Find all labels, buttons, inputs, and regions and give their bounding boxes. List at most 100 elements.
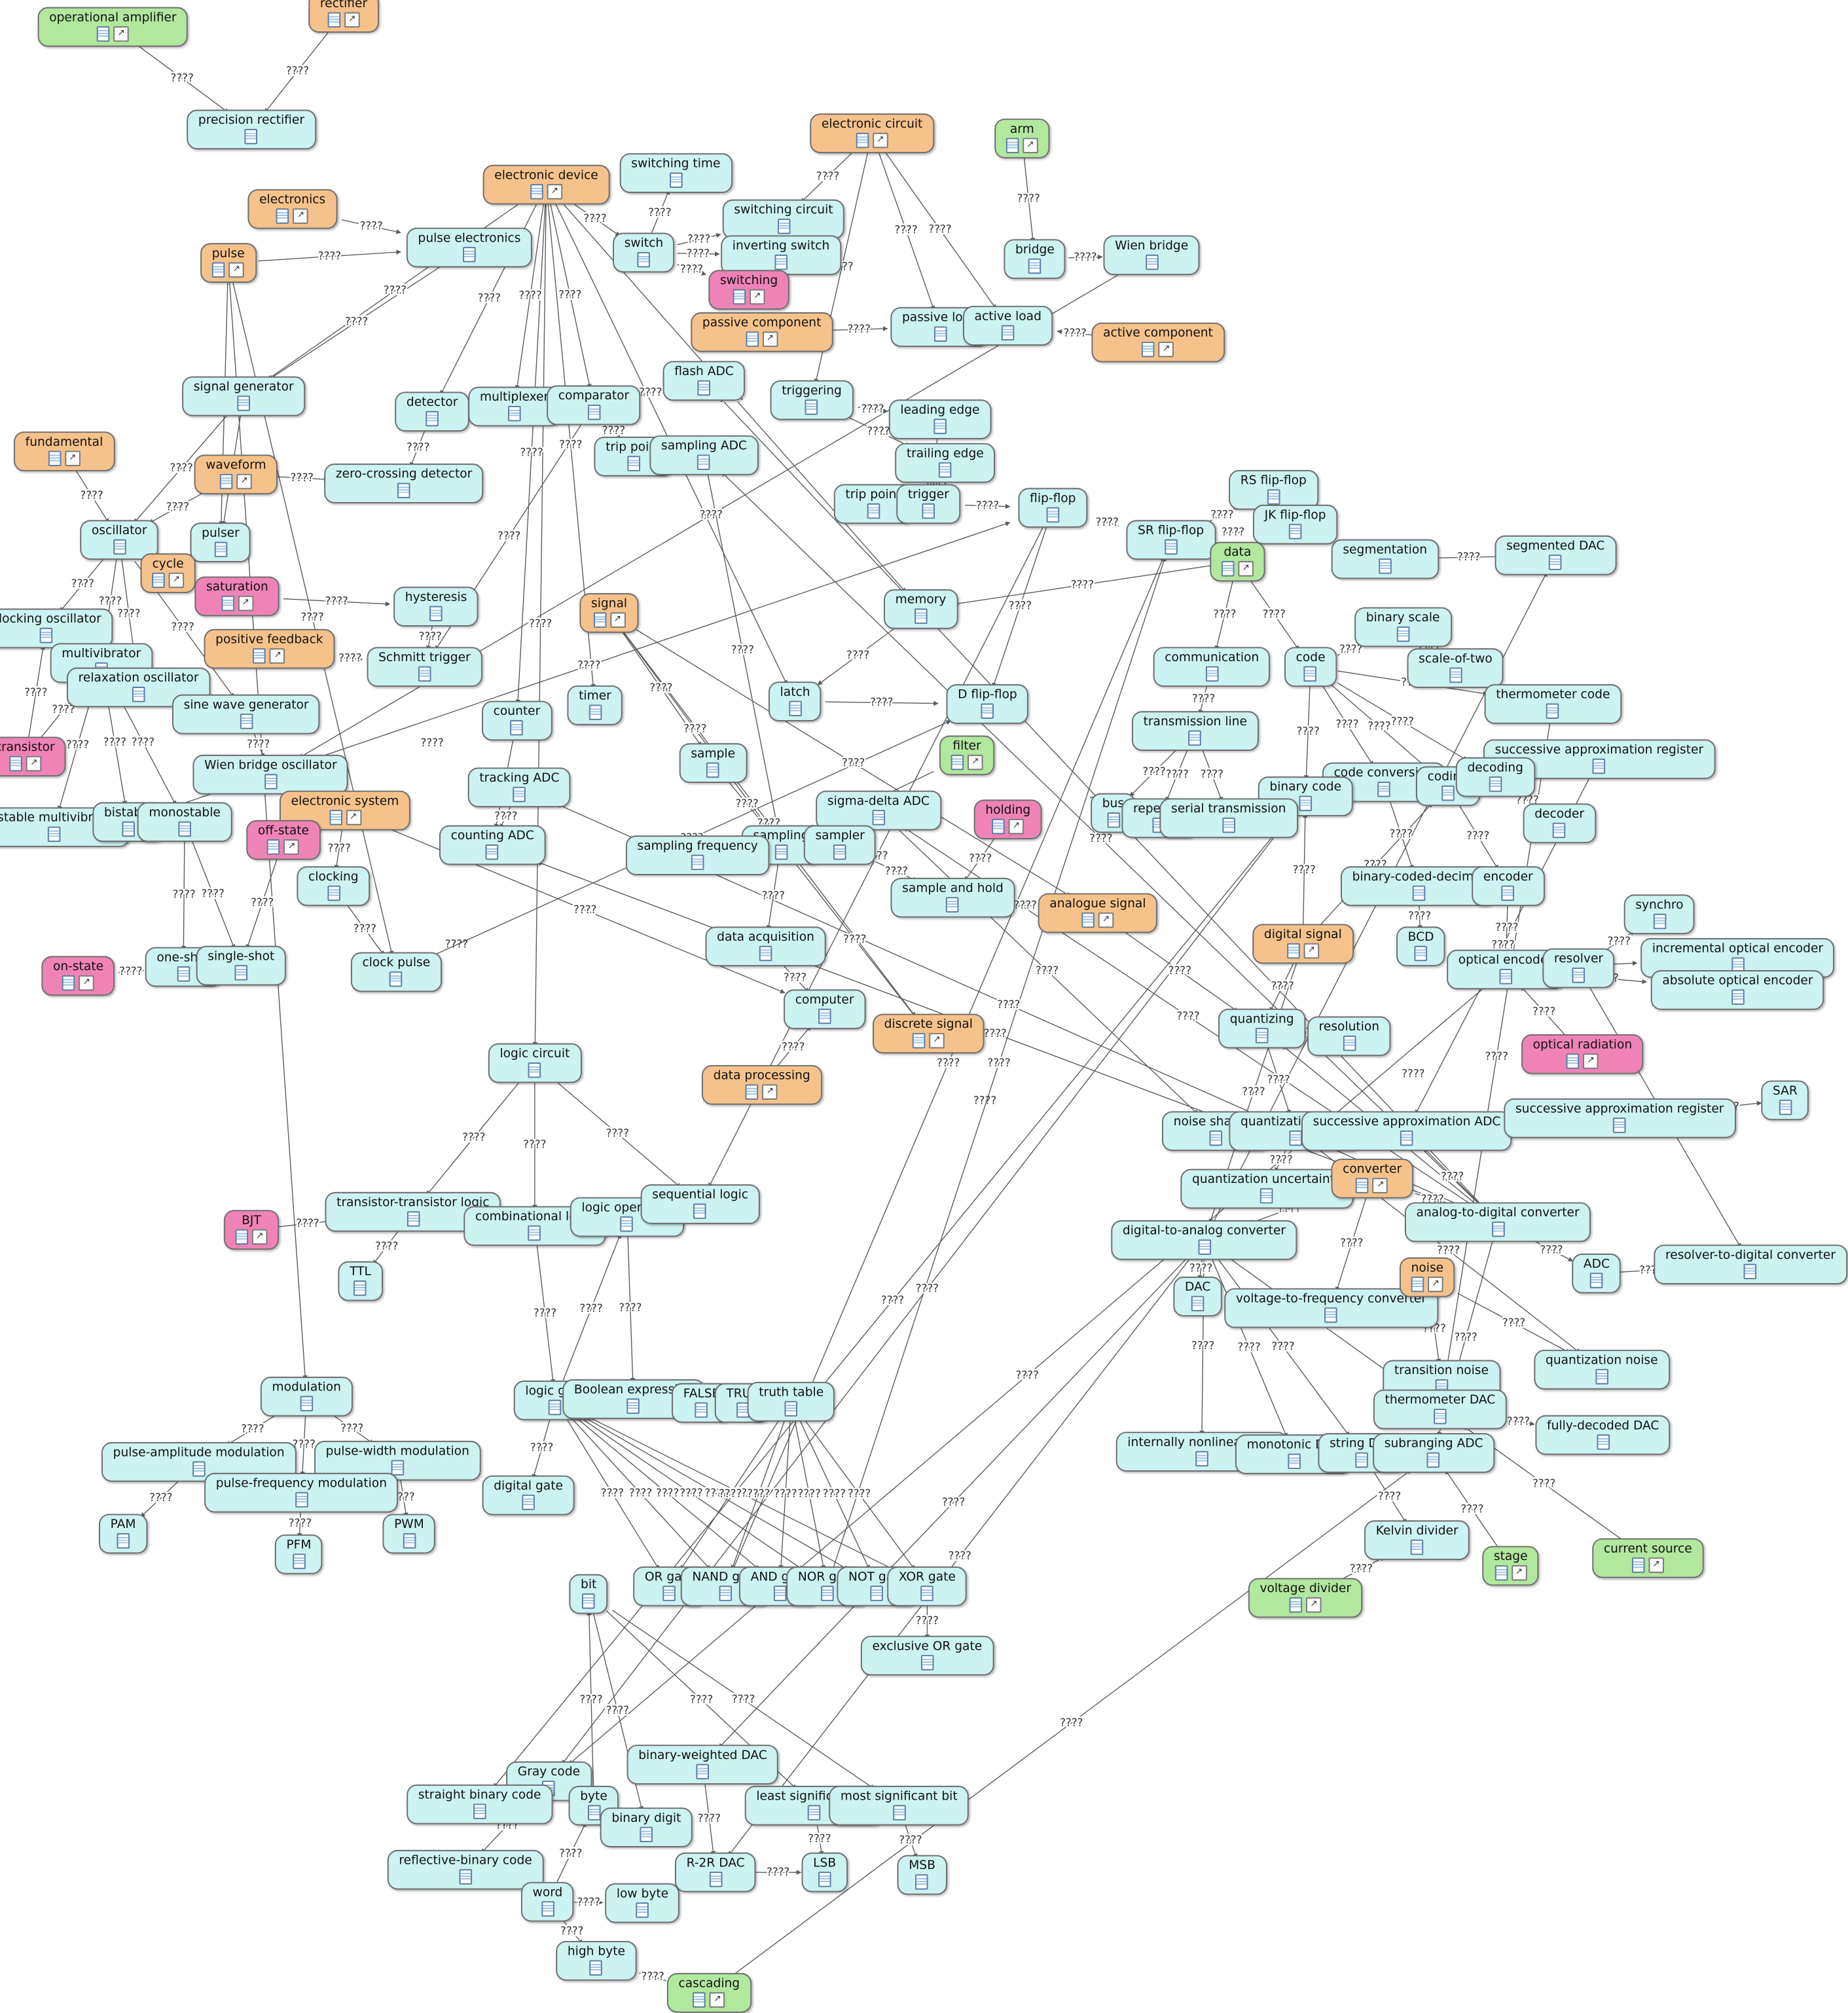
open-link-icon[interactable]	[1306, 1597, 1322, 1613]
document-icon[interactable]	[1412, 886, 1425, 901]
concept-node-thermdac[interactable]: thermometer DAC	[1373, 1390, 1507, 1430]
document-icon[interactable]	[178, 822, 191, 837]
concept-node-resolver[interactable]: resolver	[1542, 949, 1614, 988]
concept-node-trailedge[interactable]: trailing edge	[895, 443, 995, 483]
concept-node-sbcode[interactable]: straight binary code	[407, 1785, 553, 1824]
document-icon[interactable]	[587, 405, 600, 420]
concept-node-cursrc[interactable]: current source	[1592, 1538, 1703, 1578]
document-icon[interactable]	[300, 1396, 313, 1411]
document-icon[interactable]	[1287, 943, 1300, 959]
document-icon[interactable]	[1288, 1454, 1301, 1470]
document-icon[interactable]	[789, 701, 802, 717]
open-link-icon[interactable]	[26, 756, 42, 772]
document-icon[interactable]	[426, 411, 439, 427]
concept-node-jkff[interactable]: JK flip-flop	[1253, 505, 1337, 545]
concept-node-encoder[interactable]: encoder	[1472, 866, 1544, 906]
document-icon[interactable]	[981, 704, 994, 719]
document-icon[interactable]	[1343, 1036, 1356, 1051]
document-icon[interactable]	[220, 474, 233, 490]
document-icon[interactable]	[418, 666, 431, 682]
concept-node-siggen[interactable]: signal generator	[182, 376, 305, 416]
document-icon[interactable]	[1356, 1178, 1369, 1193]
concept-node-converter[interactable]: converter	[1332, 1159, 1413, 1199]
open-link-icon[interactable]	[65, 451, 81, 467]
document-icon[interactable]	[1396, 626, 1409, 642]
document-icon[interactable]	[513, 787, 526, 803]
document-icon[interactable]	[1632, 1557, 1645, 1573]
open-link-icon[interactable]	[293, 208, 309, 224]
concept-node-comparator[interactable]: comparator	[547, 386, 641, 426]
document-icon[interactable]	[40, 628, 53, 644]
document-icon[interactable]	[1325, 1307, 1338, 1323]
document-icon[interactable]	[541, 1901, 554, 1917]
document-icon[interactable]	[1567, 1053, 1580, 1069]
concept-node-memory[interactable]: memory	[884, 589, 958, 629]
concept-node-countadc[interactable]: counting ADC	[439, 825, 546, 865]
concept-node-digsignal[interactable]: digital signal	[1252, 924, 1353, 964]
document-icon[interactable]	[818, 1872, 831, 1887]
concept-node-arm[interactable]: arm	[994, 118, 1049, 158]
concept-node-msb[interactable]: MSB	[897, 1855, 947, 1895]
concept-node-computer[interactable]: computer	[784, 989, 865, 1029]
concept-node-word[interactable]: word	[521, 1882, 574, 1922]
document-icon[interactable]	[698, 454, 711, 470]
document-icon[interactable]	[621, 1216, 634, 1232]
open-link-icon[interactable]	[169, 573, 185, 589]
document-icon[interactable]	[640, 1827, 653, 1843]
concept-node-rectifier[interactable]: rectifier	[308, 0, 379, 33]
concept-node-flipflop[interactable]: flip-flop	[1019, 488, 1088, 528]
document-icon[interactable]	[1593, 759, 1606, 774]
concept-node-filter[interactable]: filter	[939, 735, 994, 775]
concept-node-decoding[interactable]: decoding	[1456, 757, 1535, 797]
concept-node-subadc[interactable]: subranging ADC	[1373, 1433, 1495, 1473]
document-icon[interactable]	[295, 1492, 308, 1508]
document-icon[interactable]	[785, 1401, 798, 1417]
concept-node-binscale[interactable]: binary scale	[1354, 608, 1451, 647]
concept-node-precrect[interactable]: precision rectifier	[187, 109, 316, 149]
document-icon[interactable]	[691, 855, 704, 871]
document-icon[interactable]	[774, 255, 788, 270]
document-icon[interactable]	[1267, 489, 1280, 505]
concept-node-samphold[interactable]: sample and hold	[891, 878, 1015, 918]
document-icon[interactable]	[528, 1225, 541, 1241]
document-icon[interactable]	[214, 542, 227, 558]
concept-node-pfmfull[interactable]: pulse-frequency modulation	[204, 1473, 399, 1513]
concept-node-transistor[interactable]: transistor	[0, 736, 66, 776]
document-icon[interactable]	[915, 609, 928, 625]
concept-node-decoder[interactable]: decoder	[1523, 803, 1596, 843]
document-icon[interactable]	[97, 26, 110, 42]
concept-node-dff[interactable]: D flip-flop	[946, 684, 1028, 724]
document-icon[interactable]	[113, 539, 126, 555]
concept-node-srff[interactable]: SR flip-flop	[1126, 520, 1215, 560]
document-icon[interactable]	[951, 755, 964, 771]
concept-node-triggering[interactable]: triggering	[770, 380, 854, 420]
concept-node-actload[interactable]: active load	[963, 306, 1053, 346]
document-icon[interactable]	[733, 289, 746, 305]
document-icon[interactable]	[939, 462, 952, 478]
concept-node-lsb[interactable]: LSB	[802, 1853, 848, 1893]
document-icon[interactable]	[1502, 886, 1515, 901]
document-icon[interactable]	[1145, 255, 1158, 270]
concept-node-hysteresis[interactable]: hysteresis	[393, 587, 479, 626]
document-icon[interactable]	[1595, 1369, 1608, 1385]
document-icon[interactable]	[872, 810, 885, 825]
concept-node-sampadc[interactable]: sampling ADC	[649, 435, 758, 475]
concept-node-highbyte[interactable]: high byte	[556, 1941, 636, 1981]
document-icon[interactable]	[636, 1902, 649, 1918]
open-link-icon[interactable]	[763, 331, 778, 347]
concept-node-diggate[interactable]: digital gate	[482, 1476, 575, 1515]
concept-node-modulation[interactable]: modulation	[261, 1377, 353, 1417]
concept-node-pulse[interactable]: pulse	[200, 243, 256, 283]
concept-node-leadedge[interactable]: leading edge	[889, 399, 991, 439]
open-link-icon[interactable]	[929, 1033, 945, 1049]
open-link-icon[interactable]	[270, 648, 285, 664]
concept-node-fulldec[interactable]: fully-decoded DAC	[1535, 1415, 1671, 1455]
concept-node-zerocross[interactable]: zero-crossing detector	[324, 463, 484, 503]
document-icon[interactable]	[177, 966, 190, 982]
document-icon[interactable]	[48, 451, 61, 467]
open-link-icon[interactable]	[763, 1084, 778, 1100]
document-icon[interactable]	[698, 380, 711, 396]
document-icon[interactable]	[117, 1533, 130, 1549]
open-link-icon[interactable]	[1583, 1053, 1599, 1069]
document-icon[interactable]	[522, 1495, 535, 1510]
